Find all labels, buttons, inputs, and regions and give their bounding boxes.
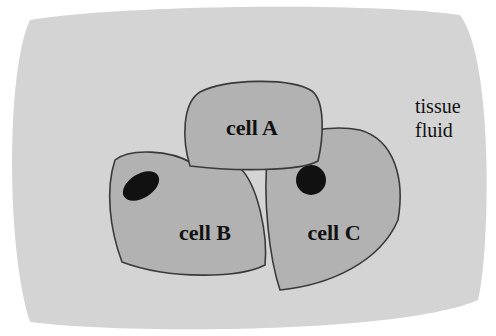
cell-membrane — [266, 128, 400, 290]
cell-label: cell A — [226, 115, 278, 140]
cell-membrane — [185, 81, 322, 169]
nucleus — [118, 165, 165, 207]
fluid-outline — [12, 7, 487, 329]
cell: cell A — [180, 76, 326, 174]
region-label: tissue fluid — [415, 94, 490, 142]
cell-label: cell C — [307, 220, 360, 245]
cell-membrane — [110, 152, 266, 275]
nucleus — [296, 165, 326, 195]
cell-label: cell B — [179, 220, 231, 245]
